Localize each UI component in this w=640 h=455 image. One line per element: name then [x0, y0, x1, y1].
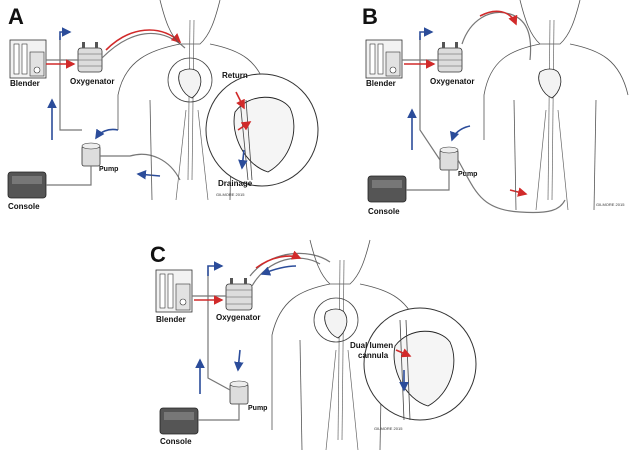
- blender-label: Blender: [366, 79, 396, 88]
- pump-label: Pump: [99, 166, 118, 173]
- patient-body: [483, 0, 629, 211]
- panel-a-letter: A: [8, 4, 24, 29]
- console-label: Console: [160, 437, 192, 446]
- pump-label: Pump: [248, 405, 267, 412]
- console-device: [7, 171, 47, 199]
- blender-device: [365, 39, 403, 79]
- pump-device: [81, 142, 101, 167]
- heart-small: [538, 68, 562, 99]
- return-label: Return: [222, 71, 248, 80]
- blender-device: [155, 269, 193, 313]
- signature: GILMORE 2015: [216, 192, 245, 197]
- oxygenator-device: [437, 42, 463, 73]
- panel-a: A Blender Oxygenator Pump: [7, 0, 319, 211]
- blender-label: Blender: [156, 315, 186, 324]
- oxygenator-label: Oxygenator: [70, 77, 114, 86]
- drainage-label: Drainage: [218, 179, 253, 188]
- blender-label: Blender: [10, 79, 40, 88]
- panel-c: C Blender Oxygenator Pump Console: [150, 239, 477, 451]
- pump-label: Pump: [458, 171, 477, 178]
- pump-device: [229, 380, 249, 405]
- panel-c-letter: C: [150, 242, 166, 267]
- console-label: Console: [368, 207, 400, 216]
- heart-small: [313, 297, 359, 343]
- dual-lumen-cannula-label-line2: cannula: [358, 351, 389, 360]
- magnified-heart: [363, 307, 477, 421]
- console-device: [159, 407, 199, 435]
- pump-device: [439, 146, 459, 171]
- oxygenator-label: Oxygenator: [430, 77, 474, 86]
- console-label: Console: [8, 202, 40, 211]
- magnified-heart: [205, 73, 319, 187]
- console-device: [367, 175, 407, 203]
- oxygenator-device: [77, 42, 103, 73]
- oxygenator-device: [225, 278, 253, 311]
- oxygenator-label: Oxygenator: [216, 313, 260, 322]
- panel-b: B Blender Oxygenator Pump Console: [362, 0, 629, 216]
- signature: GILMORE 2015: [596, 202, 625, 207]
- heart-small: [167, 57, 213, 103]
- blender-device: [9, 39, 47, 79]
- signature: GILMORE 2015: [374, 426, 403, 431]
- panel-b-letter: B: [362, 4, 378, 29]
- dual-lumen-cannula-label-line1: Dual lumen: [350, 341, 393, 350]
